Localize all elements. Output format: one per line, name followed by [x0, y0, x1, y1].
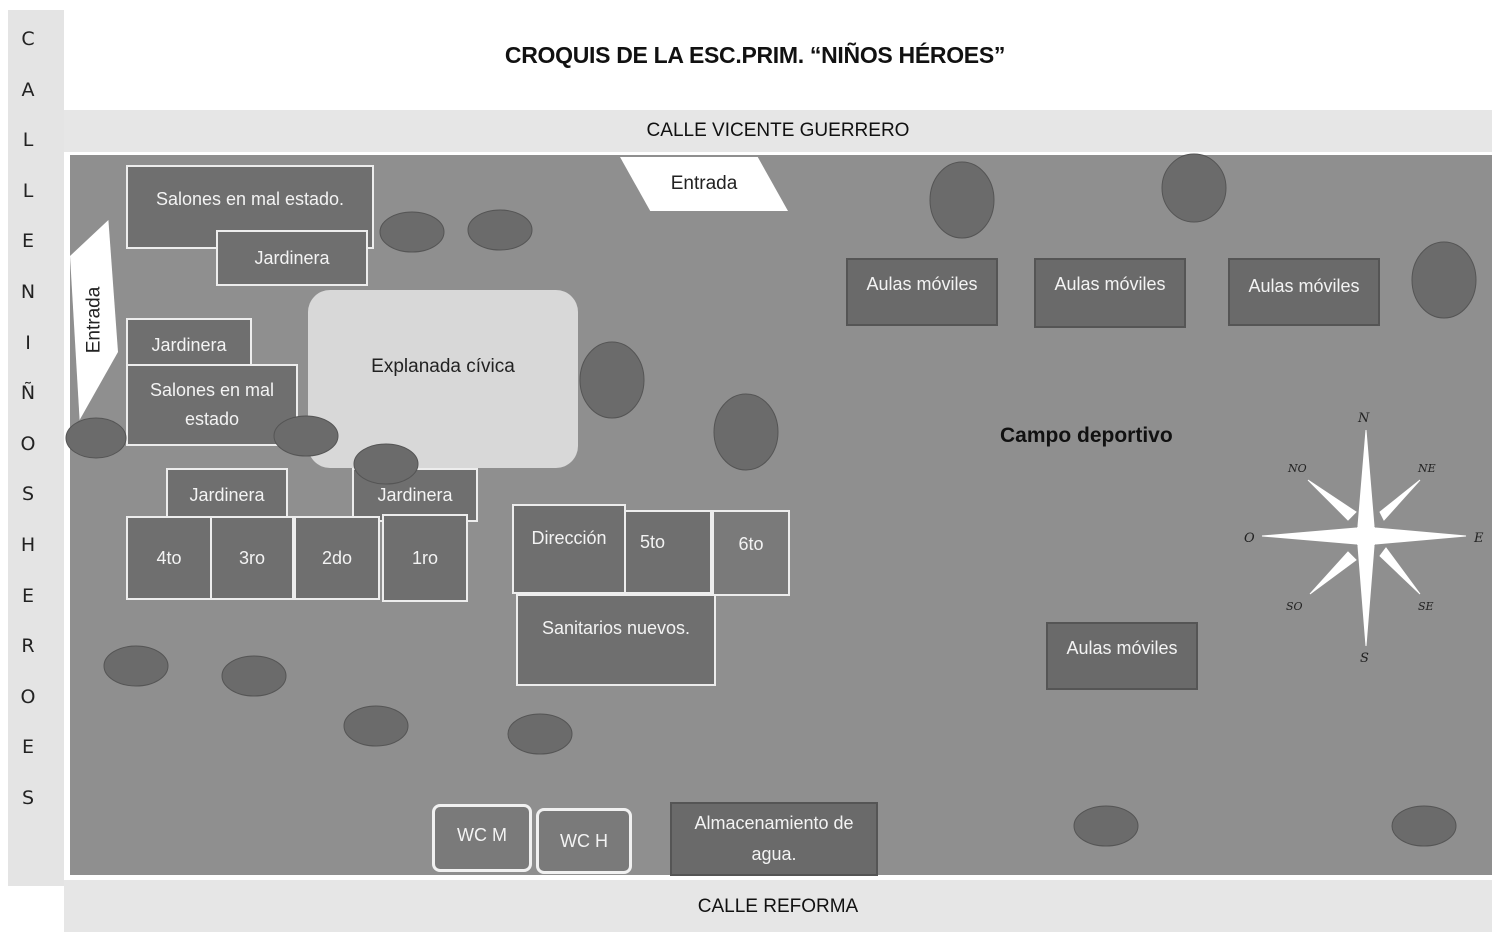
compass-ne: NE [1417, 462, 1436, 475]
salones-top-label: Salones en mal estado. [155, 189, 345, 209]
aulas-moviles-2-label: Aulas móviles [1054, 274, 1166, 294]
street-letter: H [20, 534, 36, 556]
compass-rose-icon [1261, 429, 1467, 647]
street-letter: E [21, 584, 34, 607]
entrance-top: Entrada [620, 157, 788, 211]
street-letter: S [21, 787, 35, 809]
compass-so: SO [1286, 600, 1303, 613]
aula-4to: 4to [126, 516, 212, 600]
street-letter: Ñ [20, 382, 36, 405]
street-letter: L [22, 179, 34, 202]
tree-icon [103, 645, 169, 687]
tree-icon [1073, 805, 1139, 847]
tree-icon [1391, 805, 1457, 847]
street-letter: A [21, 78, 35, 101]
tree-icon [273, 415, 339, 457]
direccion-label: Dirección [531, 528, 607, 548]
salones-left-label: Salones en mal estado [149, 380, 275, 429]
agua-label: Almacenamiento de agua. [694, 813, 854, 864]
salones-mal-estado-left: Salones en mal estado [126, 364, 298, 446]
aula-5to: 5to [624, 510, 712, 594]
aula-3ro-label: 3ro [238, 547, 265, 568]
aula-4to-label: 4to [156, 547, 182, 568]
tree-icon [1161, 153, 1227, 223]
aulas-moviles-4: Aulas móviles [1046, 622, 1198, 690]
calle-reforma: CALLE REFORMA [64, 880, 1492, 932]
aula-2do: 2do [294, 516, 380, 600]
explanada-civica: Explanada cívica [308, 290, 578, 468]
tree-icon [467, 209, 533, 251]
map-title: CROQUIS DE LA ESC.PRIM. “NIÑOS HÉROES” [504, 42, 1006, 68]
aula-6to-label: 6to [738, 534, 764, 554]
sanitarios-label: Sanitarios nuevos. [541, 618, 691, 638]
jardinera-mid2-label: Jardinera [377, 484, 453, 505]
tree-icon [379, 211, 445, 253]
aulas-moviles-1-label: Aulas móviles [866, 274, 978, 294]
street-letter: C [21, 28, 35, 50]
compass-e: E [1473, 531, 1484, 546]
street-letter: O [20, 432, 36, 455]
street-letter: S [21, 483, 35, 506]
aulas-moviles-4-label: Aulas móviles [1066, 638, 1178, 658]
compass-o: O [1244, 531, 1255, 546]
jardinera-mid1-label: Jardinera [189, 484, 265, 505]
aulas-moviles-1: Aulas móviles [846, 258, 998, 326]
compass-s: S [1360, 651, 1369, 666]
wc-mujeres: WC M [432, 804, 532, 872]
tree-icon [579, 341, 645, 419]
jardinera-top: Jardinera [216, 230, 368, 286]
almacenamiento-agua: Almacenamiento de agua. [670, 802, 878, 876]
tree-icon [221, 655, 287, 697]
jardinera-top-label: Jardinera [254, 247, 330, 268]
aula-1ro-label: 1ro [411, 547, 438, 568]
entrance-top-label: Entrada [670, 173, 738, 194]
jardinera-left: Jardinera [126, 318, 252, 372]
street-letter: I [25, 331, 31, 354]
wc-m-label: WC M [457, 825, 507, 845]
aula-5to-label: 5to [640, 532, 666, 552]
aula-6to: 6to [712, 510, 790, 596]
compass-n: N [1357, 411, 1370, 426]
tree-icon [713, 393, 779, 471]
street-letter: N [20, 281, 36, 303]
street-label-top: CALLE VICENTE GUERRERO [646, 120, 910, 141]
street-letter: R [21, 635, 35, 658]
street-letter: E [21, 736, 34, 759]
sanitarios-nuevos: Sanitarios nuevos. [516, 594, 716, 686]
campo-deportivo-label: Campo deportivo [1000, 424, 1173, 447]
street-letter: L [22, 129, 34, 152]
street-letter: E [21, 230, 34, 253]
aulas-moviles-2: Aulas móviles [1034, 258, 1186, 328]
tree-icon [353, 443, 419, 485]
compass-se: SE [1418, 600, 1434, 613]
tree-icon [929, 161, 995, 239]
calle-ninos-heroes: C A L L E N I Ñ O S H E R O E S [8, 10, 64, 886]
aula-2do-label: 2do [321, 547, 353, 568]
aula-3ro: 3ro [210, 516, 294, 600]
wc-h-label: WC H [560, 830, 608, 851]
calle-vicente-guerrero: CALLE VICENTE GUERRERO [64, 110, 1492, 152]
explanada-label: Explanada cívica [371, 356, 515, 377]
tree-icon [1411, 241, 1477, 319]
tree-icon [343, 705, 409, 747]
aulas-moviles-3: Aulas móviles [1228, 258, 1380, 326]
tree-icon [507, 713, 573, 755]
wc-hombres: WC H [536, 808, 632, 874]
tree-icon [65, 417, 127, 459]
jardinera-left-label: Jardinera [151, 334, 227, 355]
aula-1ro: 1ro [382, 514, 468, 602]
street-label-bottom: CALLE REFORMA [697, 896, 859, 917]
aulas-moviles-3-label: Aulas móviles [1248, 276, 1360, 296]
street-letter: O [20, 685, 36, 708]
compass-no: NO [1287, 462, 1307, 475]
